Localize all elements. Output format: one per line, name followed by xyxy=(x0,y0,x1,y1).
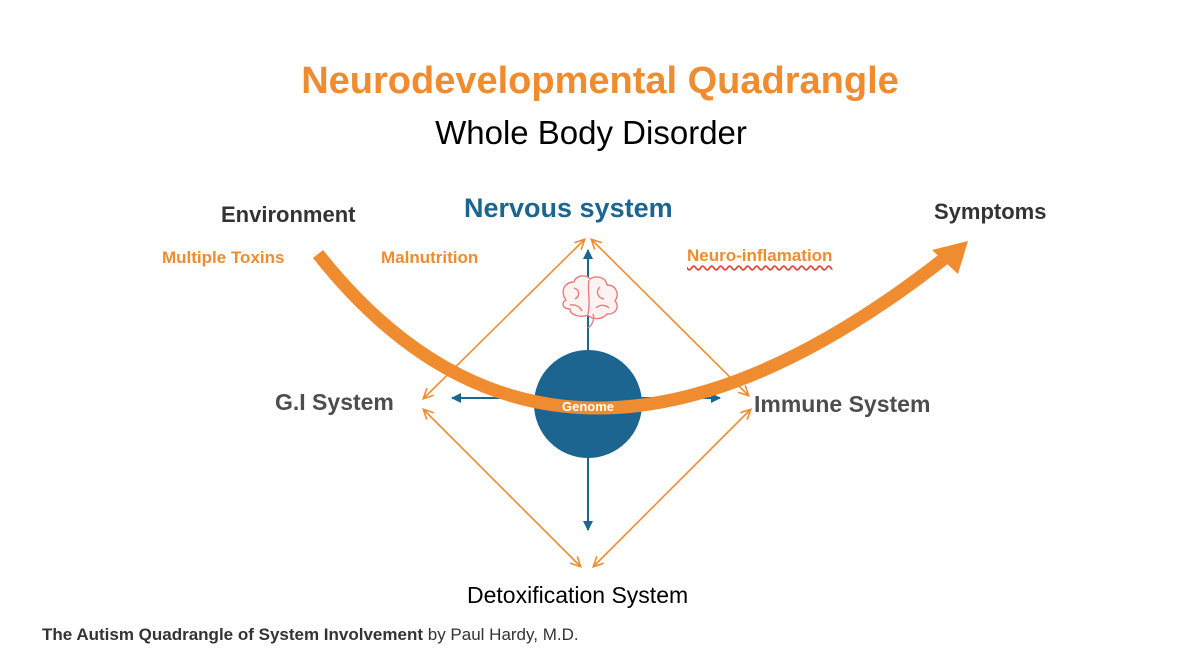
immune-system-label: Immune System xyxy=(754,391,931,417)
edge-nervous-to-immune xyxy=(592,240,748,395)
pathway-curve xyxy=(312,249,950,415)
gi-system-label: G.I System xyxy=(275,389,394,415)
credit-line: The Autism Quadrangle of System Involvem… xyxy=(42,626,579,643)
edge-immune-to-detox xyxy=(594,410,750,566)
symptoms-label: Symptoms xyxy=(934,199,1047,224)
edge-gi-to-detox xyxy=(424,410,580,566)
detoxification-system-label: Detoxification System xyxy=(467,582,689,608)
nervous-system-label: Nervous system xyxy=(464,193,673,223)
malnutrition-label: Malnutrition xyxy=(381,248,479,267)
diagram-title: Neurodevelopmental Quadrangle xyxy=(301,60,899,102)
environment-label: Environment xyxy=(221,202,356,227)
pathway-arrowhead xyxy=(932,241,968,274)
diagram-subtitle: Whole Body Disorder xyxy=(435,114,747,151)
neuro-inflammation-label: Neuro-inflamation xyxy=(687,246,833,265)
genome-label: Genome xyxy=(561,399,614,414)
credit-author: by Paul Hardy, M.D. xyxy=(423,625,579,644)
multiple-toxins-label: Multiple Toxins xyxy=(162,248,285,267)
brain-icon xyxy=(562,275,618,329)
credit-work-title: The Autism Quadrangle of System Involvem… xyxy=(42,625,424,644)
